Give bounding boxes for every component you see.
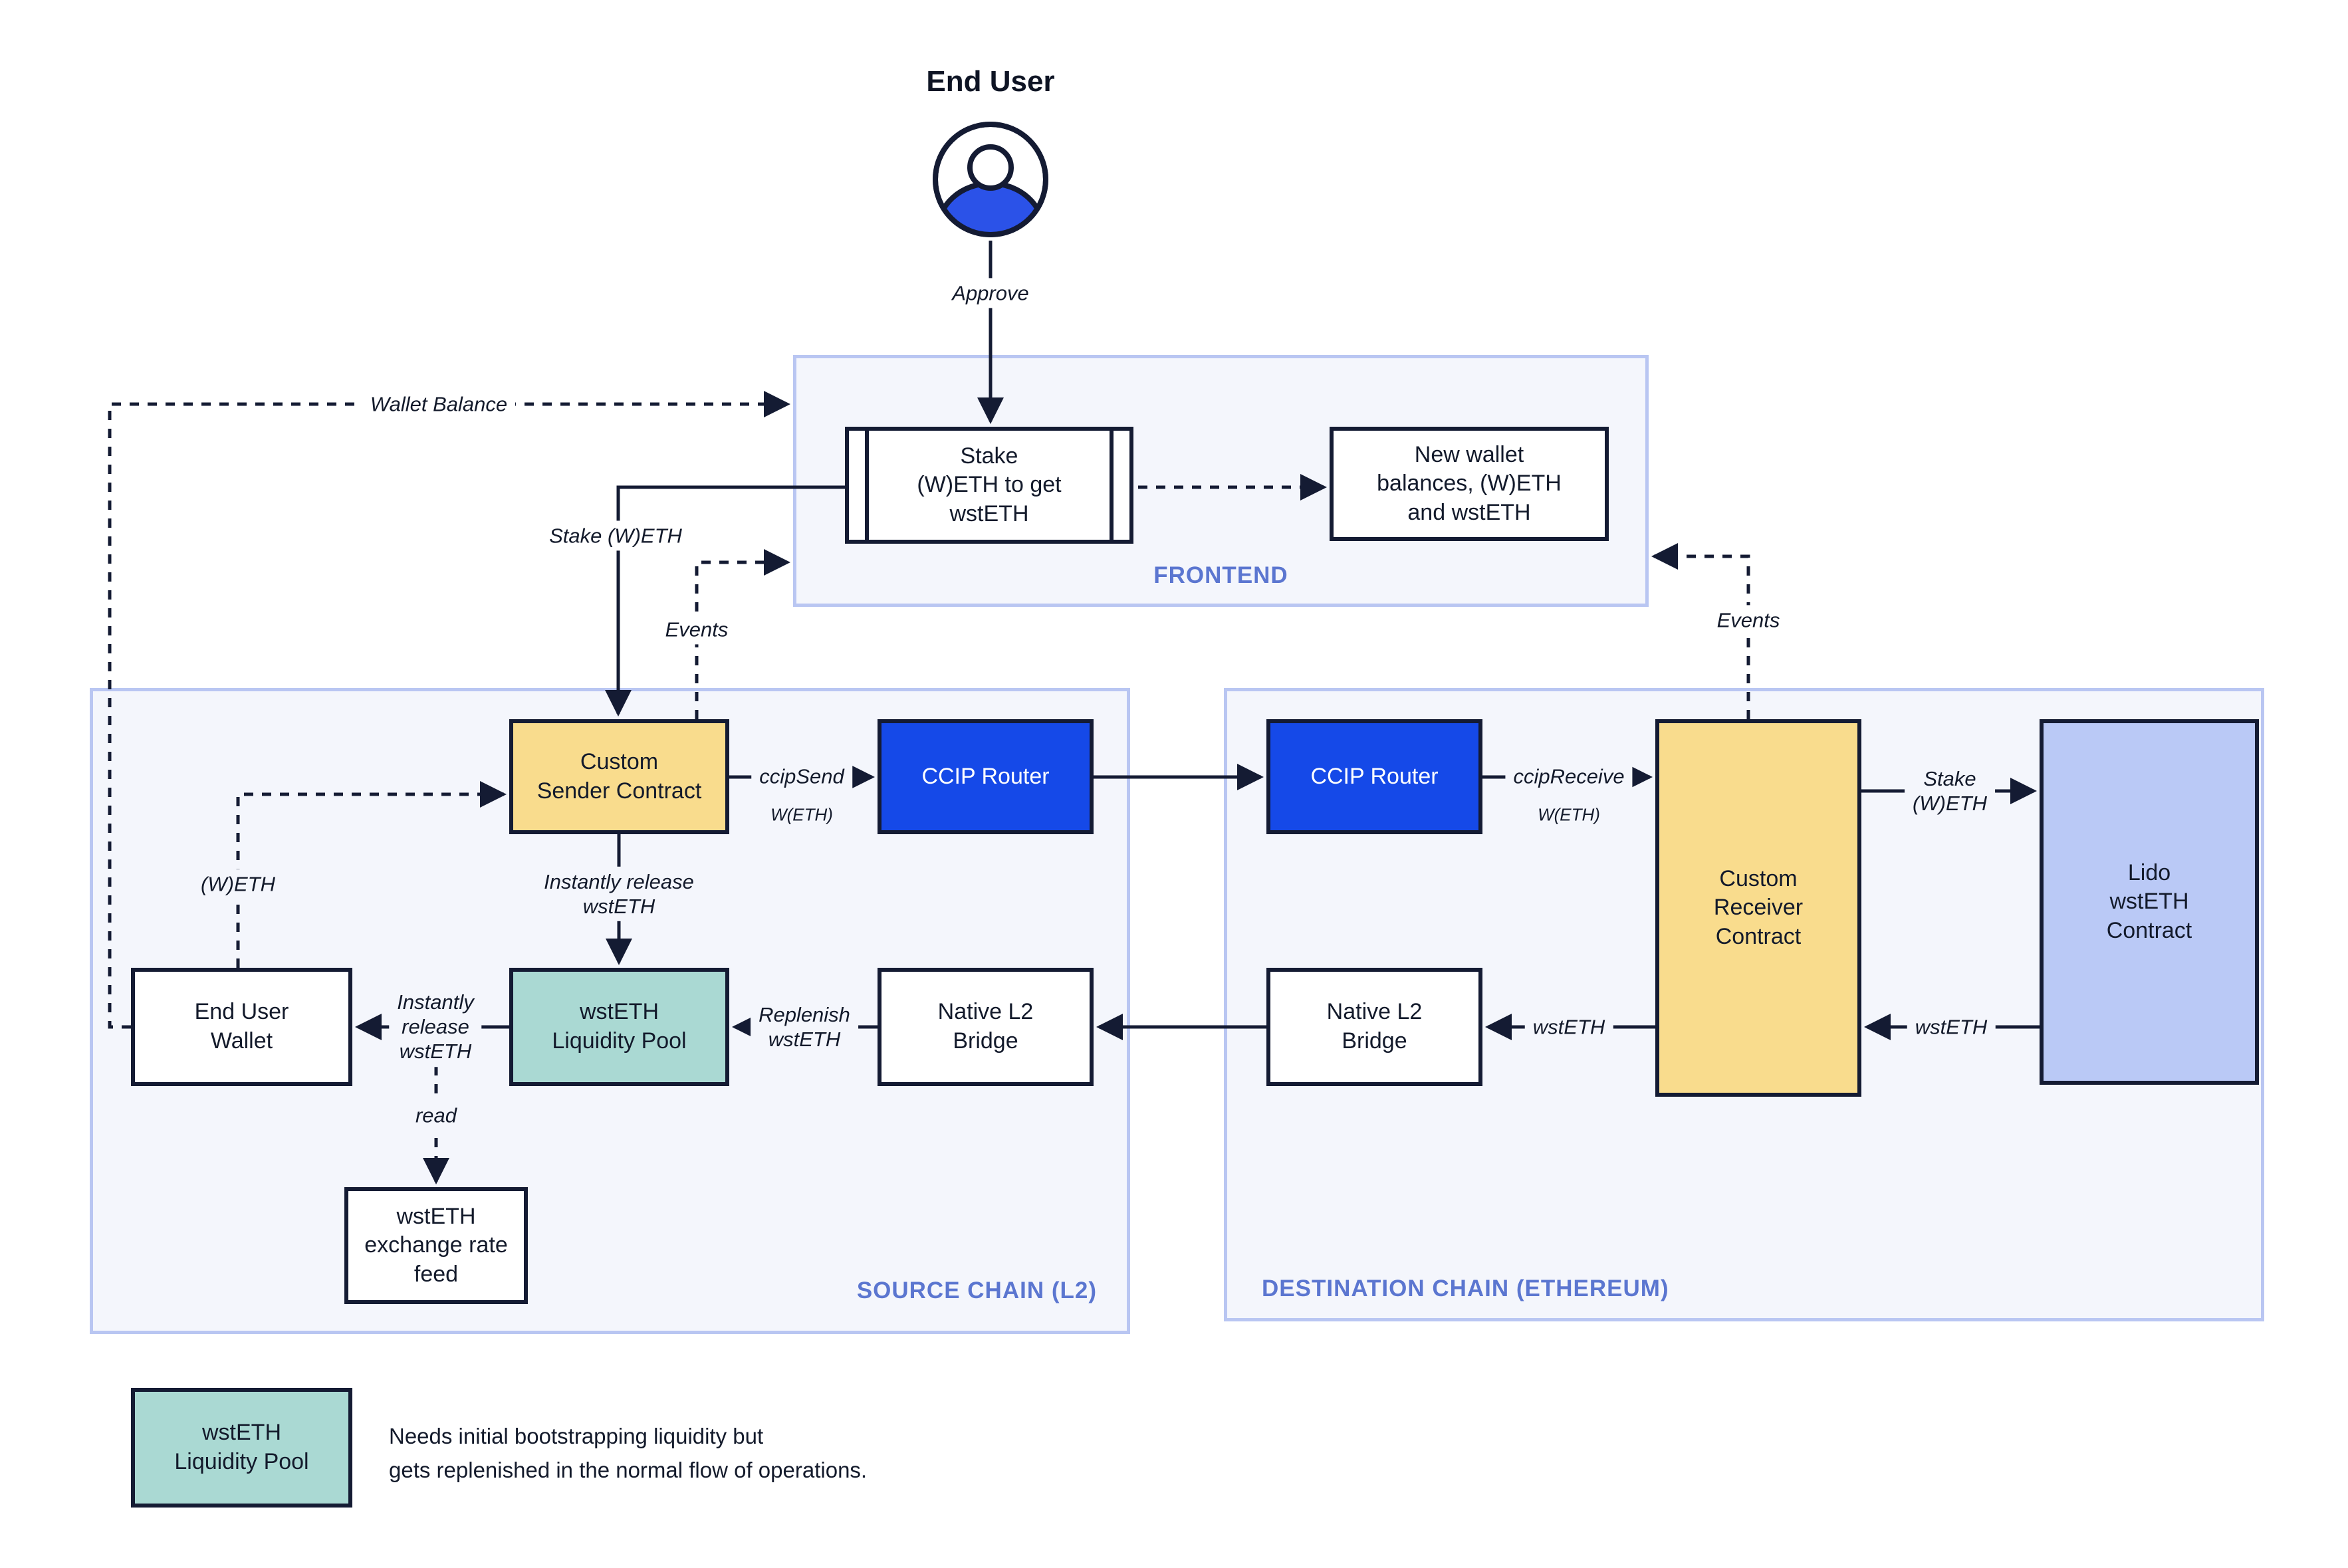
ccip-send-token-label: W(ETH): [763, 802, 841, 828]
new-wallet-balances-node: New wallet balances, (W)ETH and wstETH: [1330, 427, 1609, 541]
events-left-label: Events: [657, 614, 737, 645]
ccip-receive-label: ccipReceive: [1505, 761, 1633, 792]
ccip-router-destination-node: CCIP Router: [1266, 719, 1482, 834]
instantly-release-horizontal-label: Instantly release wstETH: [389, 987, 482, 1067]
end-user-title: End User: [926, 65, 1055, 98]
wsteth-to-receiver-label: wstETH: [1907, 1012, 1996, 1042]
wsteth-exchange-rate-feed-node: wstETH exchange rate feed: [344, 1187, 528, 1304]
native-l2-bridge-source-node: Native L2 Bridge: [878, 968, 1094, 1086]
lido-wsteth-contract-node: Lido wstETH Contract: [2040, 719, 2259, 1085]
instantly-release-vertical-label: Instantly release wstETH: [536, 866, 702, 922]
ccip-send-label: ccipSend: [751, 761, 852, 792]
read-label: read: [407, 1100, 465, 1131]
frontend-label: FRONTEND: [1153, 562, 1288, 588]
stake-subroutine-node: Stake (W)ETH to get wstETH: [845, 427, 1133, 544]
legend-swatch: wstETH Liquidity Pool: [131, 1388, 352, 1508]
custom-receiver-contract-node: Custom Receiver Contract: [1655, 719, 1861, 1097]
edge-events-left: [695, 549, 790, 719]
wsteth-to-bridge-label: wstETH: [1524, 1012, 1613, 1042]
native-l2-bridge-destination-node: Native L2 Bridge: [1266, 968, 1482, 1086]
legend-note: Needs initial bootstrapping liquidity bu…: [389, 1424, 868, 1483]
stake-weth-label: Stake (W)ETH: [541, 520, 690, 551]
ccip-router-source-node: CCIP Router: [878, 719, 1094, 834]
edge-stake-weth: [605, 485, 845, 717]
custom-sender-contract-node: Custom Sender Contract: [509, 719, 729, 834]
edge-weth: [236, 781, 507, 968]
events-right-label: Events: [1708, 605, 1788, 635]
destination-chain-label: DESTINATION CHAIN (ETHEREUM): [1262, 1276, 1669, 1301]
ccip-receive-token-label: W(ETH): [1530, 802, 1608, 828]
subroutine-inner-line-left: [865, 431, 869, 540]
subroutine-inner-line-right: [1110, 431, 1114, 540]
approve-label: Approve: [944, 278, 1037, 308]
wsteth-liquidity-pool-node: wstETH Liquidity Pool: [509, 968, 729, 1086]
weth-label: (W)ETH: [193, 869, 283, 899]
edge-wallet-balance: [108, 391, 790, 1029]
wallet-balance-label: Wallet Balance: [362, 389, 516, 419]
end-user-icon: [933, 122, 1048, 237]
replenish-wsteth-label: Replenish wstETH: [751, 999, 858, 1055]
source-chain-label: SOURCE CHAIN (L2): [856, 1278, 1097, 1303]
edge-events-right: [1651, 543, 1750, 719]
stake-weth-right-label: Stake (W)ETH: [1905, 763, 1995, 819]
end-user-wallet-node: End User Wallet: [131, 968, 352, 1086]
